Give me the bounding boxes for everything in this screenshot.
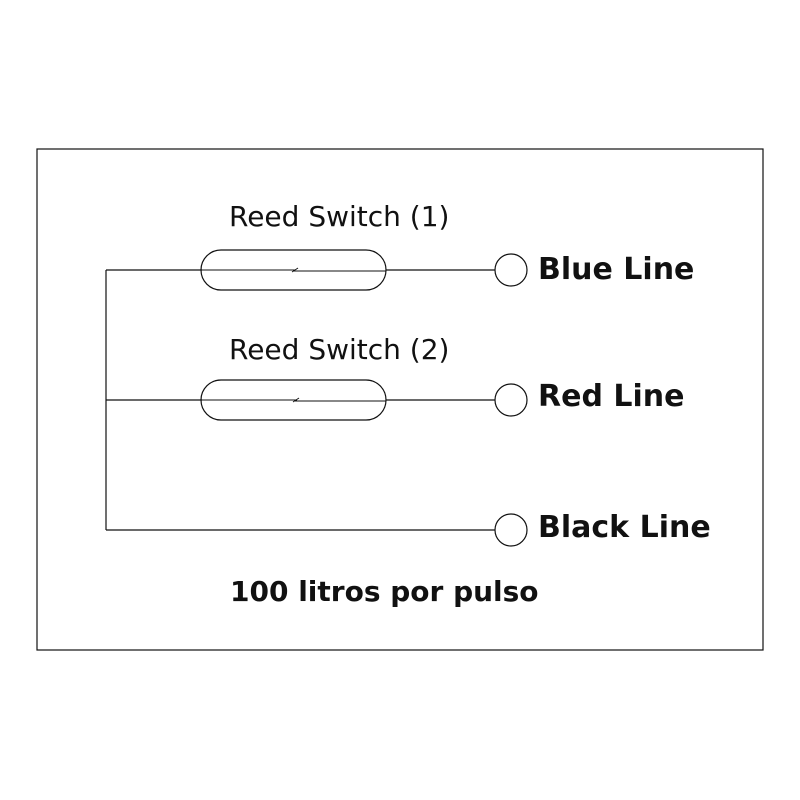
reed-switch-2-label: Reed Switch (2) <box>229 333 450 366</box>
diagram-frame <box>36 148 764 651</box>
reed-switch-1-label: Reed Switch (1) <box>229 200 450 233</box>
blue-line-label: Blue Line <box>538 252 695 287</box>
blue-terminal <box>494 253 528 287</box>
red-terminal <box>494 383 528 417</box>
reed-switch-1-contact-gap <box>291 267 299 273</box>
black-terminal <box>494 513 528 547</box>
pulse-rate-caption: 100 litros por pulso <box>230 575 539 608</box>
reed-switch-2-contact-gap <box>292 397 300 403</box>
red-line-label: Red Line <box>538 379 685 414</box>
black-line-label: Black Line <box>538 510 711 545</box>
